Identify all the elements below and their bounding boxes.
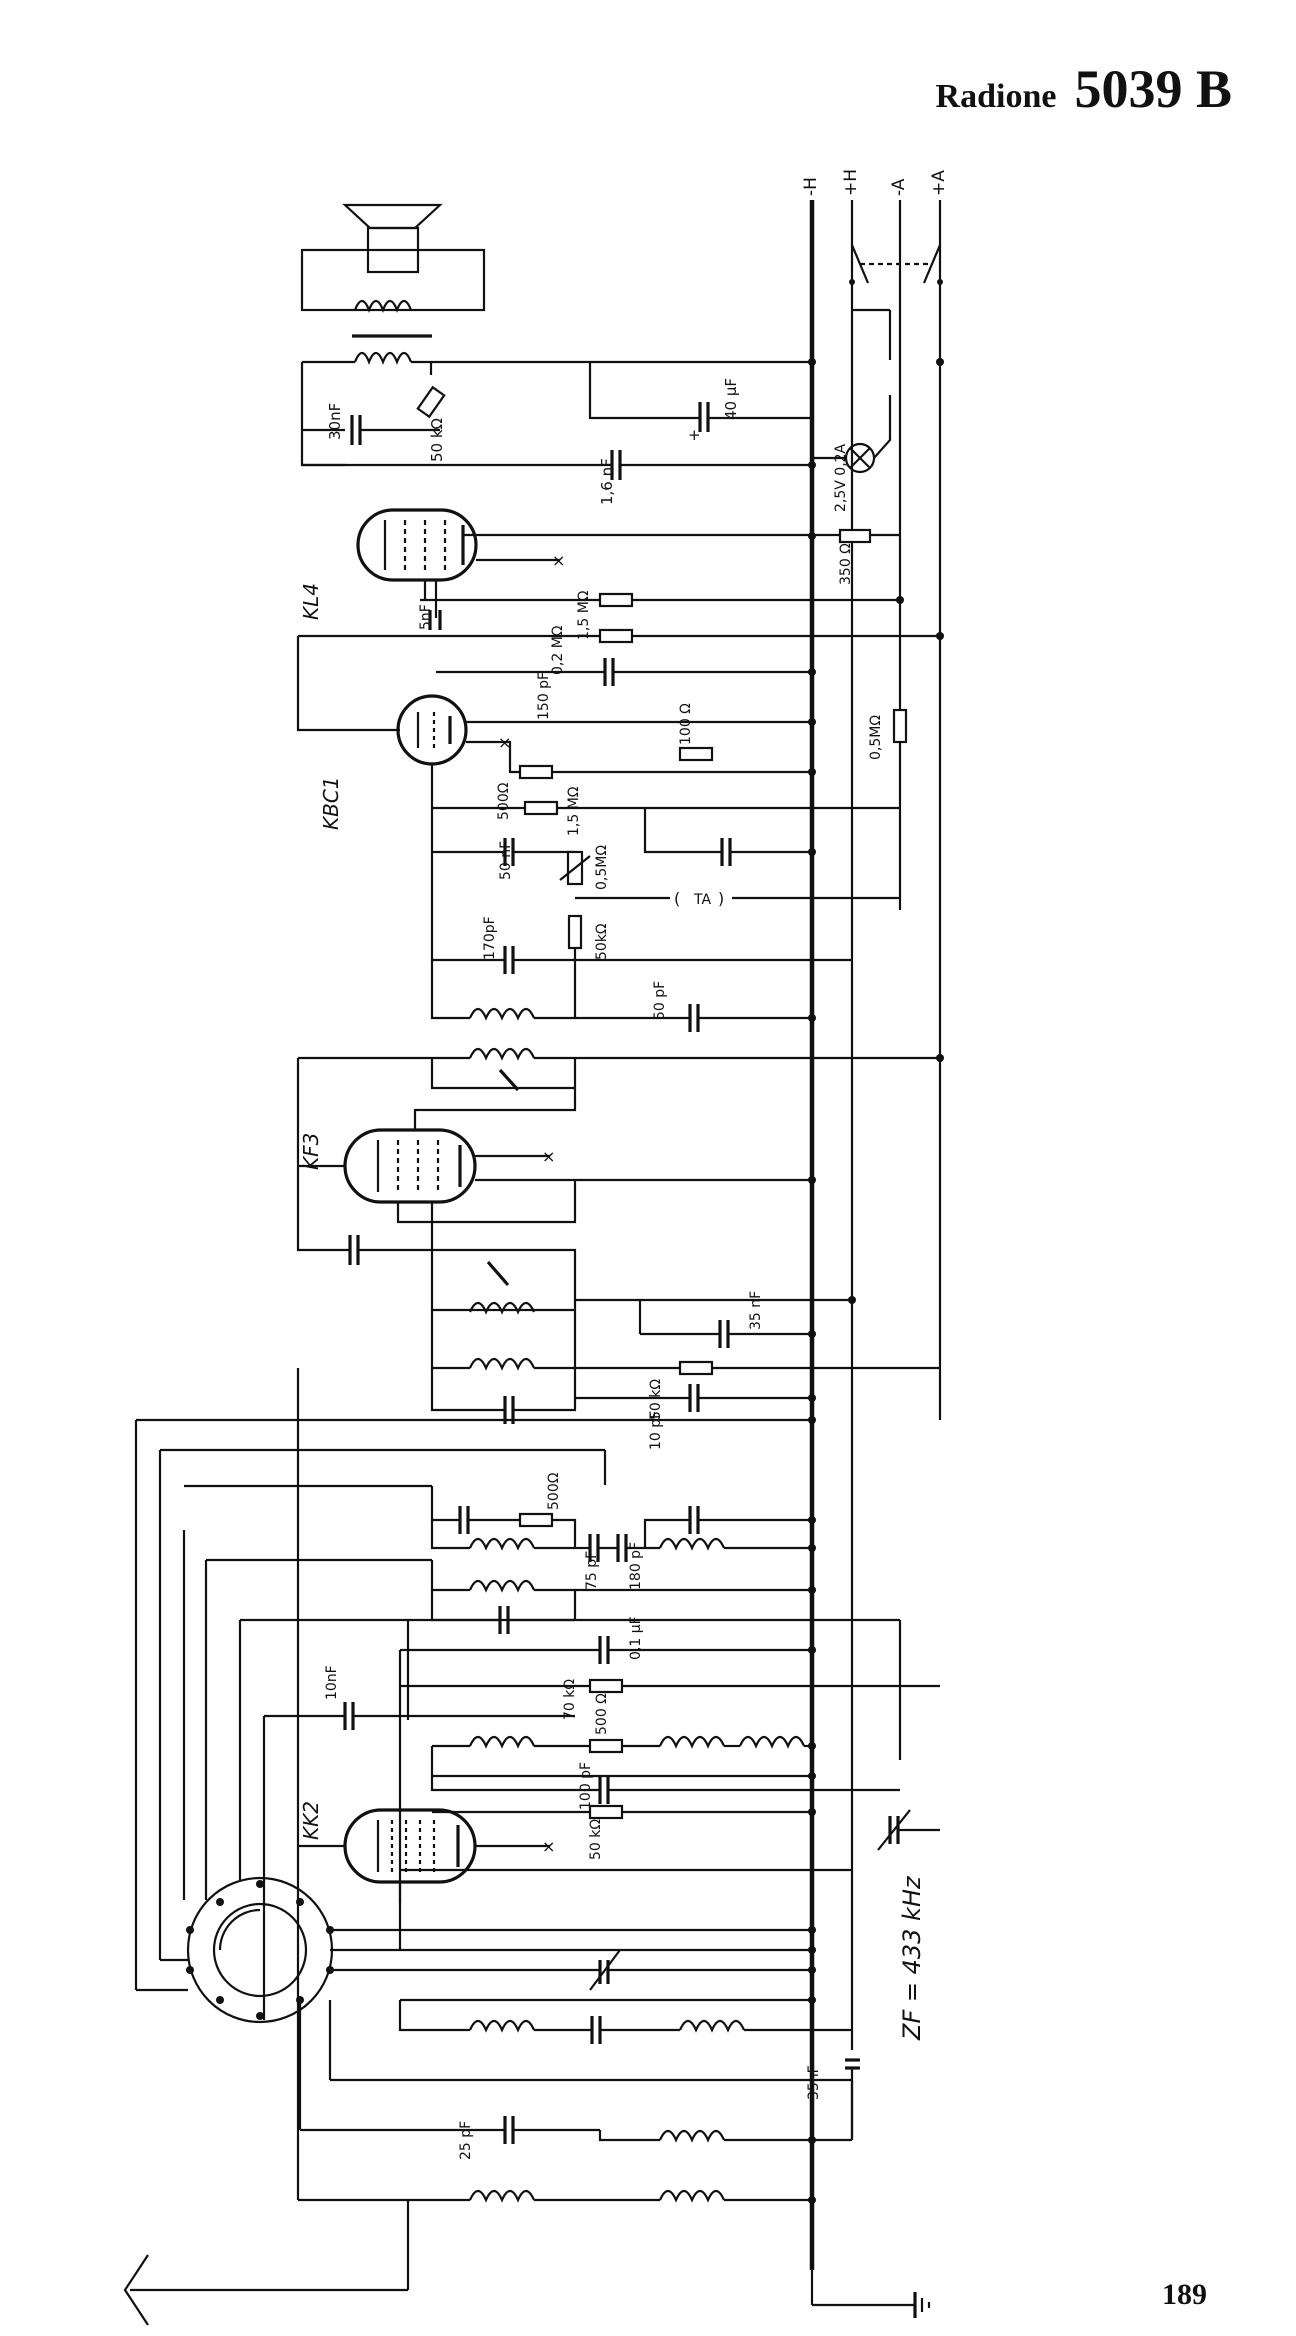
label-170pf: 170pF <box>482 916 498 960</box>
label-1-5m: 1,5 MΩ <box>576 590 592 640</box>
label-5nf: 5nF <box>418 604 434 630</box>
label-50k-c: 50 kΩ <box>588 1819 604 1860</box>
tube-kl4: KL4 <box>299 508 478 620</box>
rail-label-plus-a: +A <box>929 170 949 196</box>
label-ta: TA <box>693 892 711 908</box>
x-mark: × <box>552 551 565 570</box>
tone-control: 30nF 50 kΩ <box>302 362 446 462</box>
label-10pf: 10 pF <box>648 1411 664 1450</box>
label-500-b: 500Ω <box>546 1472 562 1510</box>
x-mark-kf3: × <box>542 1147 555 1166</box>
label-50k: 50kΩ <box>594 923 610 960</box>
label-30nf: 30nF <box>326 403 344 440</box>
ground-icon <box>810 2270 931 2318</box>
label-50pf: 50 pF <box>652 981 668 1020</box>
label-350: 350 Ω <box>838 543 854 585</box>
label-1-6nf: 1,6 nF <box>598 458 616 505</box>
tube-label-kbc1: KBC1 <box>319 776 343 830</box>
supply-rails: -H +H -A +A <box>801 169 949 2270</box>
rail-label-minus-h: -H <box>801 177 821 196</box>
label-150pf: 150 pF <box>536 672 552 720</box>
label-50k-tone: 50 kΩ <box>428 418 446 462</box>
label-zf: ZF = 433 kHz <box>898 1875 926 2041</box>
x-mark-kbc1: × <box>498 733 511 752</box>
rail-label-plus-h: +H <box>841 169 861 196</box>
label-50k-b: 50 kΩ <box>648 1379 664 1420</box>
bus-junctions <box>808 358 944 2204</box>
label-0-2m: 0,2 MΩ <box>550 625 566 675</box>
label-75pf: 75 pF <box>584 1551 600 1590</box>
label-pot-0-5m: 0,5MΩ <box>594 845 610 890</box>
antenna-icon <box>123 2200 410 2326</box>
ta-bracket-close: ) <box>718 889 724 908</box>
pilot-lamp-icon: 2,5V 0,2A <box>812 395 892 512</box>
label-500: 500Ω <box>496 782 512 820</box>
label-10nf: 10nF <box>324 1665 340 1700</box>
label-lamp: 2,5V 0,2A <box>833 443 849 512</box>
label-25pf: 25 pF <box>458 2121 474 2160</box>
if-transformer-1 <box>430 1202 577 1424</box>
tube-label-kk2: KK2 <box>299 1801 323 1840</box>
elko-plus-mark: + <box>688 426 701 444</box>
power-switch-icon <box>849 244 943 360</box>
tube-label-kf3: KF3 <box>299 1133 323 1170</box>
label-70k: 70 kΩ <box>562 1679 578 1720</box>
label-40uf: 40 µF <box>722 378 740 420</box>
loudspeaker-icon <box>300 203 486 366</box>
brand-name: Radione <box>935 78 1057 115</box>
wave-switch-icon <box>186 1876 334 2024</box>
page-number: 189 <box>1162 2278 1207 2311</box>
label-100: 100 Ω <box>678 703 694 745</box>
tube-kbc1: KBC1 <box>319 694 468 830</box>
label-1-5m-b: 1,5 MΩ <box>566 786 582 836</box>
model-number: 5039 B <box>1074 59 1232 119</box>
label-50nf: 50 nF <box>498 841 514 880</box>
ta-bracket-open: ( <box>674 889 680 908</box>
label-0-5m: 0,5MΩ <box>868 715 884 760</box>
rail-label-minus-a: -A <box>889 178 909 196</box>
page-header: Radione 5039 B <box>936 58 1232 120</box>
label-100pf: 100 pF <box>578 1762 594 1810</box>
label-35nf-b: 35nF <box>806 2065 822 2100</box>
label-35nf: 35 nF <box>748 1291 764 1330</box>
label-500-c: 500 Ω <box>594 1693 610 1735</box>
label-0-1uf: 0,1 µF <box>628 1616 644 1660</box>
x-mark-kk2: × <box>542 1837 555 1856</box>
tube-label-kl4: KL4 <box>299 583 323 620</box>
label-180pf: 180 pF <box>628 1542 644 1590</box>
